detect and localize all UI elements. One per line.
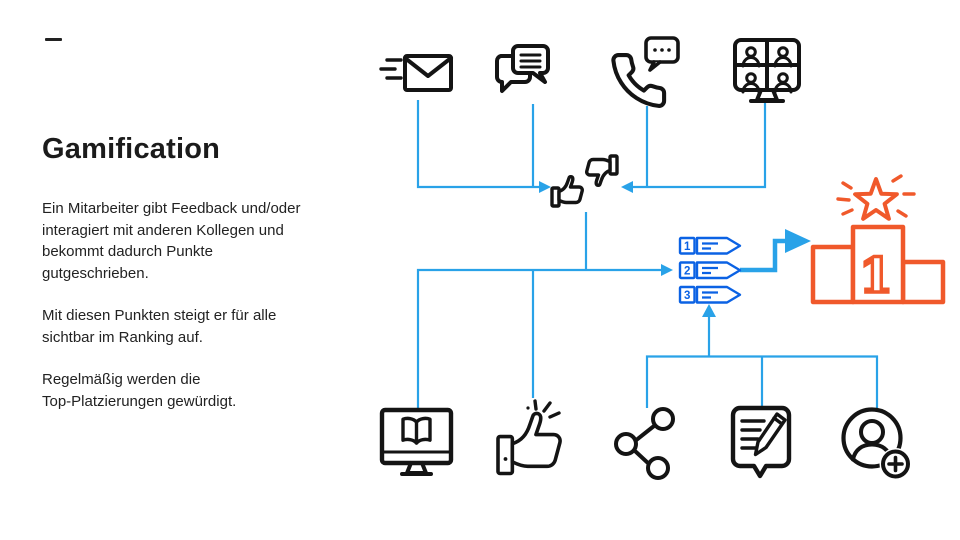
rank-number-3: 3	[684, 290, 690, 302]
connector-top-left-to-feedback	[416, 100, 551, 193]
add-contact-icon	[841, 407, 912, 480]
phone-call-icon	[611, 36, 680, 108]
body-text: Ein Mitarbeiter gibt Feedback und/oder i…	[42, 198, 352, 433]
star-rays	[836, 174, 916, 218]
share-icon	[614, 407, 675, 480]
email-icon	[379, 54, 453, 92]
connector-bottom-to-ranking	[645, 304, 879, 408]
video-conference-icon	[733, 38, 801, 103]
ranking-row-3: 3	[678, 285, 742, 304]
accent-dash	[45, 38, 62, 41]
paragraph-1: Ein Mitarbeiter gibt Feedback und/oder i…	[42, 200, 301, 282]
ranking-icon: 1 2 3	[678, 236, 742, 304]
page-title: Gamification	[42, 133, 221, 165]
sparkle-rays	[526, 399, 561, 419]
podium-step-2	[810, 244, 856, 305]
connector-top-right-to-feedback	[621, 103, 767, 193]
podium-first-place-number: 1	[859, 248, 892, 304]
thumb-hand	[496, 411, 562, 476]
ranking-row-1: 1	[678, 236, 742, 255]
feedback-note-icon	[730, 405, 792, 479]
podium-step-3	[900, 259, 946, 305]
rank-number-2: 2	[684, 266, 690, 278]
thumbs-down-icon	[585, 154, 619, 188]
feedback-thumbs-icon	[550, 154, 619, 208]
plus-icon	[887, 455, 904, 473]
podium-icon: 1	[810, 174, 946, 306]
paragraph-2: Mit diesen Punkten steigt er für alle si…	[42, 307, 277, 346]
pencil-icon	[753, 412, 787, 457]
connector-feedback-to-ranking	[416, 212, 673, 408]
podium-step-1	[850, 224, 906, 305]
paragraph-3: Regelmäßig werden die Top-Platzierungen …	[42, 371, 237, 410]
like-icon	[496, 399, 562, 476]
star-icon	[853, 177, 899, 221]
ranking-row-2: 2	[678, 261, 742, 280]
thumbs-up-icon	[550, 174, 584, 208]
speech-bubble-dots	[644, 36, 680, 72]
chat-icon	[495, 44, 550, 93]
connector-ranking-to-podium	[740, 229, 811, 273]
e-learning-icon	[379, 407, 454, 476]
rank-number-1: 1	[684, 241, 691, 253]
